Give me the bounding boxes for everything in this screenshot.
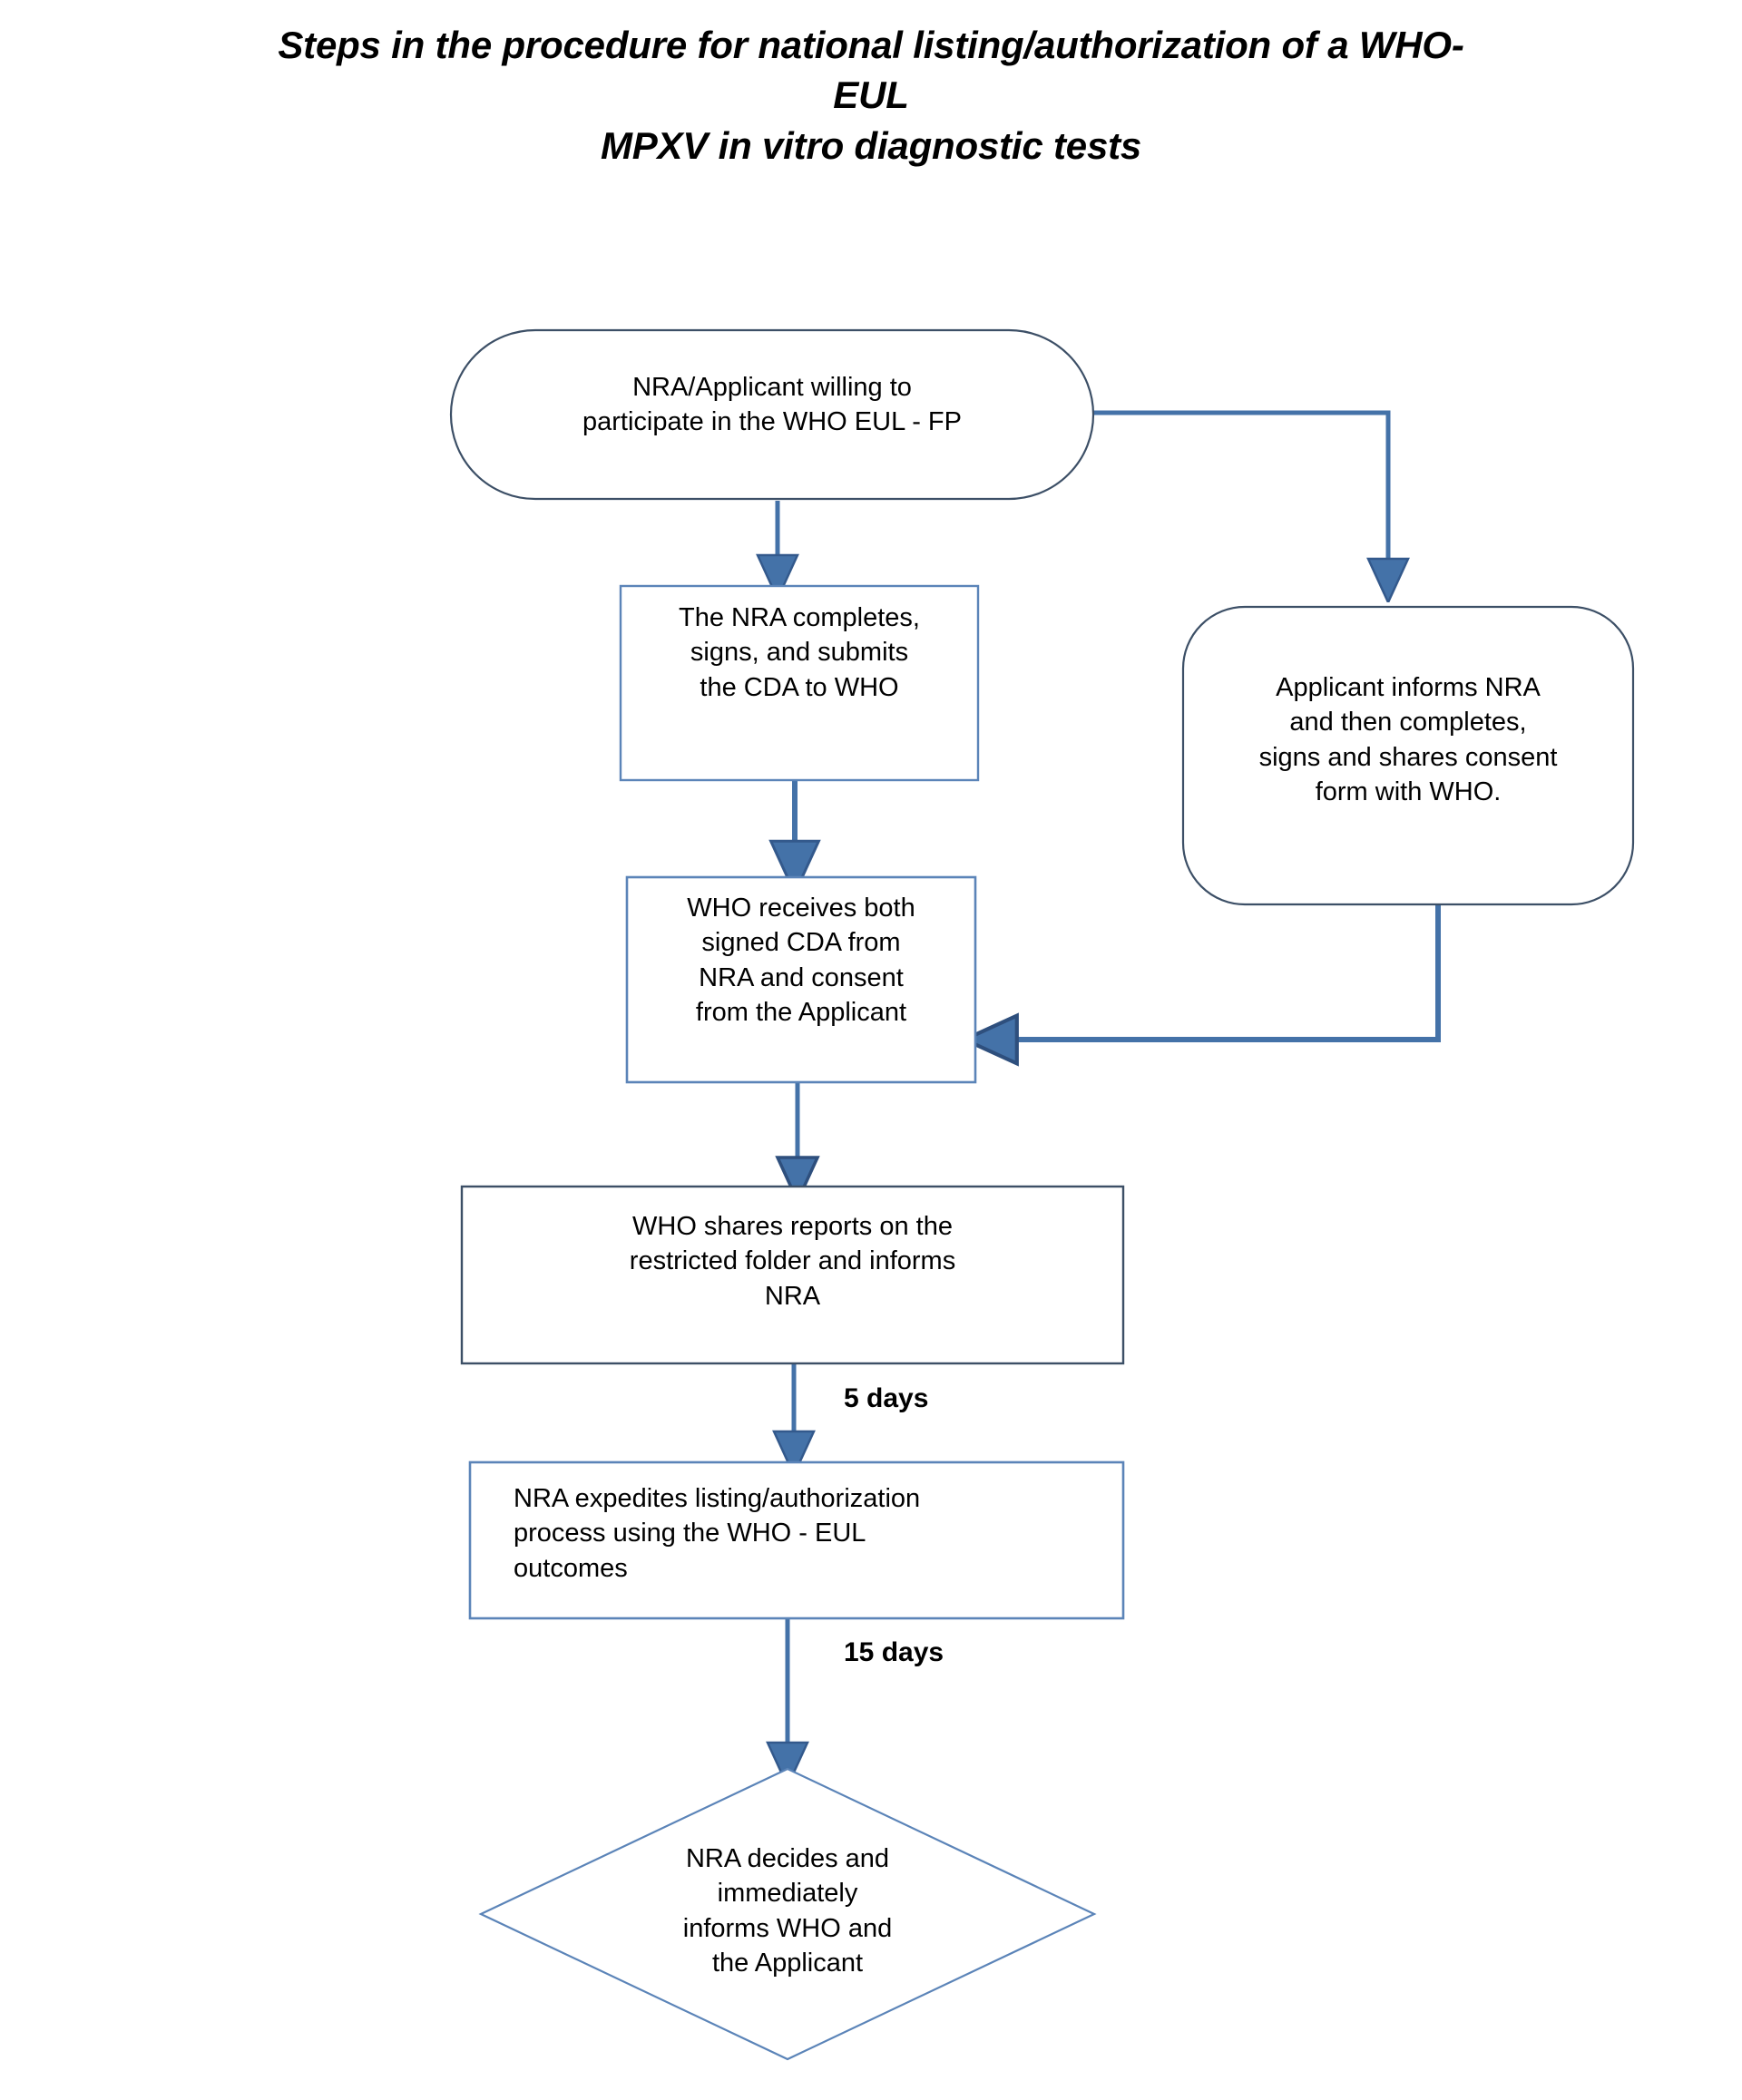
node-n3-line3: signs and shares consent	[1258, 742, 1558, 772]
node-n2-label: The NRA completes, signs, and submits th…	[621, 601, 978, 705]
page-title-line2: MPXV in vitro diagnostic tests	[600, 123, 1142, 167]
node-n4-line1: WHO receives both	[687, 894, 915, 923]
node-n7-line2: immediately	[717, 1879, 858, 1909]
node-n6-label: NRA expedites listing/authorization proc…	[514, 1481, 1112, 1586]
node-n7-line4: the Applicant	[711, 1948, 864, 1978]
node-n6-line1: NRA expedites listing/authorization	[514, 1484, 921, 1513]
edge-label-5-days: 5 days	[844, 1383, 929, 1413]
node-n3-line4: form with WHO.	[1315, 777, 1502, 806]
node-n5-shape[interactable]	[460, 1185, 1125, 1365]
node-n5-label: WHO shares reports on the restricted fol…	[462, 1209, 1123, 1314]
node-n2-line2: signs, and submits	[690, 638, 909, 668]
node-n1-shape[interactable]	[449, 328, 1095, 501]
node-n7-shape[interactable]	[478, 1767, 1097, 2061]
node-n1-label: NRA/Applicant willing to participate in …	[451, 370, 1093, 440]
node-n3-line1: Applicant informs NRA	[1276, 673, 1541, 702]
node-n1-line1: NRA/Applicant willing to	[632, 373, 912, 402]
node-n4-line2: signed CDA from	[701, 928, 901, 958]
connector-n3-to-n4	[991, 903, 1441, 1040]
node-n3-shape[interactable]	[1181, 605, 1635, 906]
node-n6-shape[interactable]	[468, 1460, 1125, 1620]
page-title: Steps in the procedure for national list…	[0, 20, 1742, 171]
page-title-line1: Steps in the procedure for national list…	[278, 24, 1464, 117]
node-n5-line2: restricted folder and informs	[629, 1246, 956, 1276]
node-n7-label: NRA decides and immediately informs WHO …	[561, 1841, 1014, 1980]
node-n3-label: Applicant informs NRA and then completes…	[1183, 670, 1633, 809]
node-n7-line1: NRA decides and	[685, 1844, 890, 1873]
node-n4-shape[interactable]	[625, 875, 977, 1084]
node-n4-label: WHO receives both signed CDA from NRA an…	[627, 891, 975, 1030]
node-n2-line1: The NRA completes,	[679, 603, 920, 632]
node-n6-line3: outcomes	[514, 1553, 628, 1583]
node-n4-line3: NRA and consent	[699, 962, 904, 992]
node-n2-shape[interactable]	[619, 584, 980, 782]
node-n1-line2: participate in the WHO EUL - FP	[582, 407, 962, 437]
node-n5-line1: WHO shares reports on the	[632, 1212, 953, 1241]
node-n4-line4: from the Applicant	[695, 997, 907, 1027]
node-n6-line2: process using the WHO - EUL	[514, 1519, 866, 1548]
node-n2-line3: the CDA to WHO	[700, 672, 899, 702]
edge-label-15-days: 15 days	[844, 1637, 944, 1667]
node-n5-line3: NRA	[764, 1281, 821, 1311]
node-n7-line3: informs WHO and	[682, 1913, 893, 1943]
connector-n1-to-n3	[1093, 410, 1388, 581]
node-n3-line2: and then completes,	[1289, 708, 1527, 737]
